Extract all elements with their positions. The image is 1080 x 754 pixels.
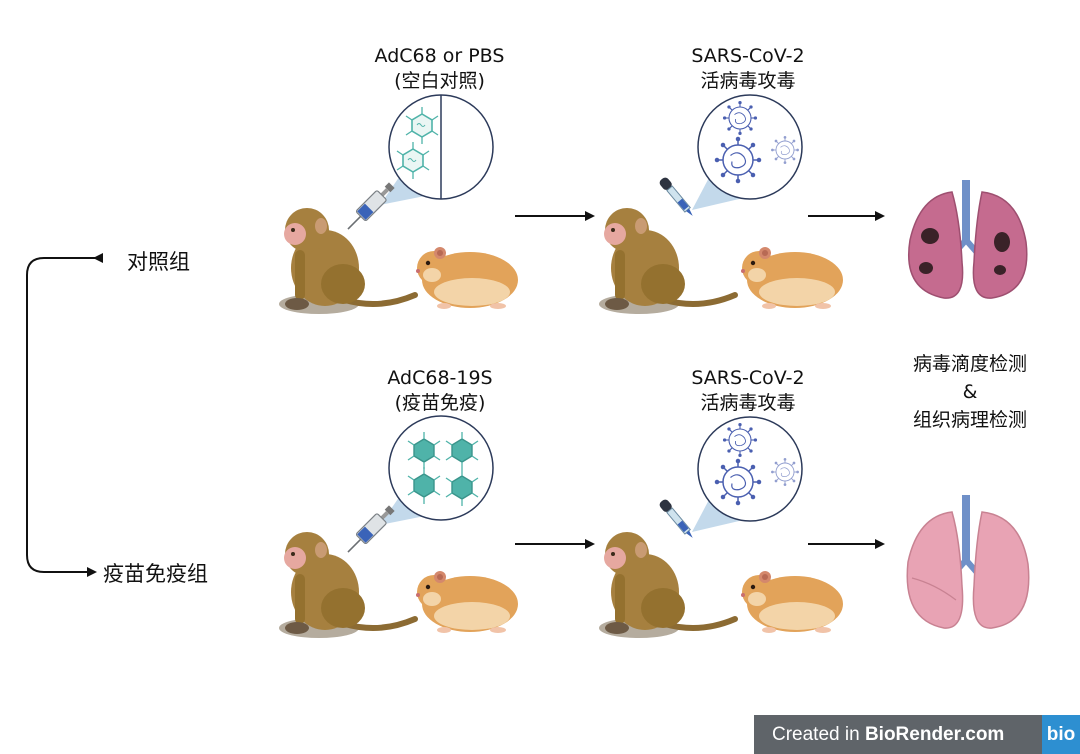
hamster-icon (741, 571, 843, 633)
group-bracket (26, 253, 103, 577)
monkey-icon (279, 208, 415, 314)
readout-line1: 病毒滴度检测 (912, 353, 1027, 375)
monkey-icon (599, 532, 735, 638)
syringe-icon (342, 502, 398, 558)
dropper-icon (657, 497, 698, 542)
row2-challenge-line2: 活病毒攻毒 (700, 392, 796, 414)
monkey-icon (599, 208, 735, 314)
monkey-icon (279, 532, 415, 638)
readout-label: 病毒滴度检测 & 组织病理检测 (895, 350, 1045, 434)
credit-text: Created in BioRender.com (772, 723, 1005, 745)
readout-line3: 组织病理检测 (912, 409, 1027, 431)
hamster-icon (741, 247, 843, 309)
row1-injection-line2: (空白对照) (394, 70, 485, 92)
hamster-icon (416, 571, 518, 633)
healthy-lung-icon (906, 495, 1030, 629)
row1-challenge-line1: SARS-CoV-2 (691, 45, 805, 67)
row2-challenge-label: SARS-CoV-2 活病毒攻毒 (668, 366, 828, 416)
hamster-icon (416, 247, 518, 309)
credit-badge[interactable]: Created in BioRender.com bio (754, 715, 1080, 754)
row2-injection-line2: (疫苗免疫) (394, 392, 486, 414)
syringe-icon (342, 179, 398, 235)
row1-challenge-label: SARS-CoV-2 活病毒攻毒 (668, 44, 828, 94)
readout-line2: & (962, 381, 978, 403)
infected-lung-icon (908, 180, 1028, 299)
row1-challenge-line2: 活病毒攻毒 (700, 70, 796, 92)
vaccine-group-label: 疫苗免疫组 (103, 562, 208, 586)
row2-challenge-line1: SARS-CoV-2 (691, 367, 805, 389)
control-group-label: 对照组 (127, 250, 190, 274)
row2-injection-label: AdC68-19S (疫苗免疫) (365, 366, 515, 416)
biorender-logo: bio (1042, 715, 1080, 754)
dropper-icon (657, 175, 698, 220)
row1-injection-label: AdC68 or PBS (空白对照) (352, 44, 527, 94)
row2-injection-callout (388, 415, 494, 521)
row2-injection-line1: AdC68-19S (387, 367, 493, 389)
row1-injection-line1: AdC68 or PBS (374, 45, 505, 67)
